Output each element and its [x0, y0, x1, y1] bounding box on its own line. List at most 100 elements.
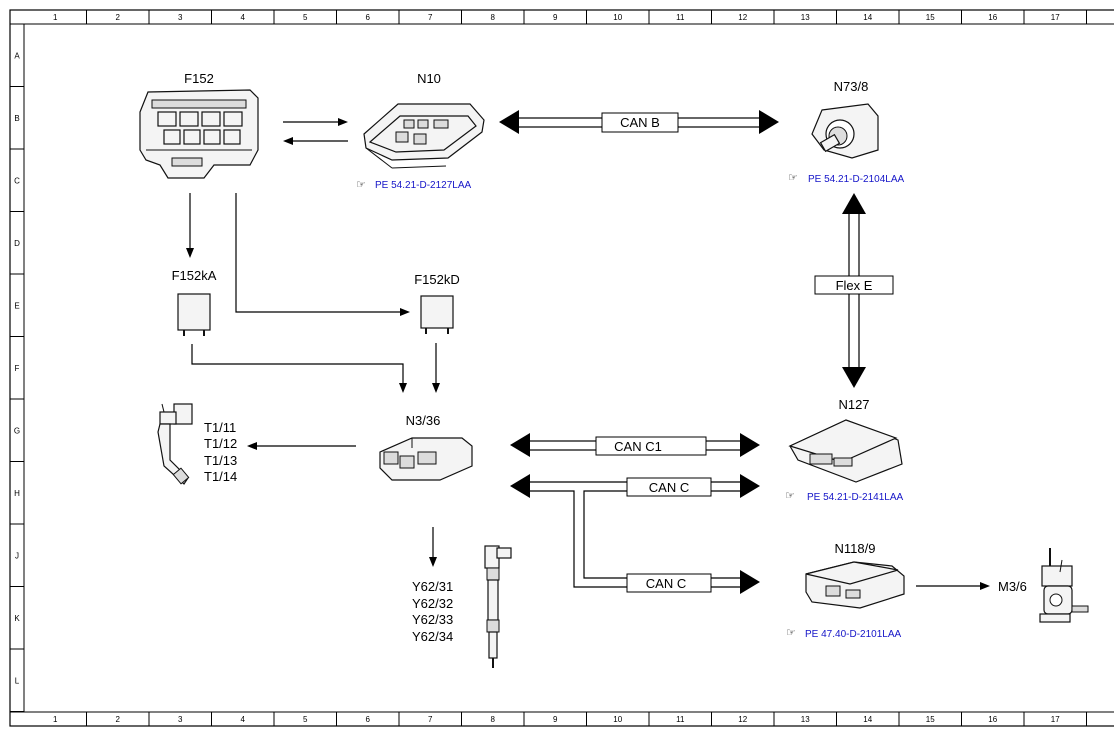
grid-column-label: 11: [676, 715, 685, 724]
n118-9-reference[interactable]: ☞ PE 47.40-D-2101LAA: [786, 626, 902, 640]
grid-column-label: 15: [926, 715, 935, 724]
n73-8-reference-link[interactable]: PE 54.21-D-2104LAA: [808, 174, 905, 185]
grid-column-label: 5: [303, 715, 308, 724]
n127-reference[interactable]: ☞ PE 54.21-D-2141LAA: [785, 489, 904, 503]
grid-column-label: 4: [241, 715, 246, 724]
grid-column-label: 12: [738, 13, 747, 22]
grid-column-label: 13: [801, 715, 810, 724]
grid-row-label: H: [14, 489, 20, 498]
grid-column-label: 7: [428, 715, 433, 724]
grid-column-label: 2: [116, 715, 121, 724]
n73-8-label: N73/8: [834, 79, 869, 94]
can-c1-bus: CAN C1: [510, 433, 760, 457]
m3-6-fuel-pump: [1039, 548, 1089, 623]
y62-fuel-injector: [484, 545, 512, 668]
f152kd-label: F152kD: [414, 272, 460, 287]
grid-row-label: C: [14, 176, 20, 185]
n10-reference[interactable]: ☞ PE 54.21-D-2127LAA: [356, 178, 472, 191]
f152kd-relay: F152kD: [414, 272, 460, 334]
can-b-label: CAN B: [620, 115, 660, 130]
can-c-lower-label: CAN C: [646, 576, 686, 591]
f152-fuse-relay-box: F152: [139, 71, 259, 179]
t1-14-label: T1/14: [204, 469, 237, 484]
t1-12-label: T1/12: [204, 436, 237, 451]
n118-9-control-unit: N118/9: [805, 541, 905, 609]
n118-9-label: N118/9: [835, 541, 876, 556]
pointing-hand-icon: ☞: [356, 178, 366, 191]
grid-row-label: A: [14, 51, 20, 60]
grid-row-label: D: [14, 239, 20, 248]
connection-lines: [186, 118, 990, 590]
n127-reference-link[interactable]: PE 54.21-D-2141LAA: [807, 492, 904, 503]
f152ka-relay: F152kA: [172, 268, 217, 336]
grid-column-label: 9: [553, 715, 558, 724]
grid-row-label: J: [15, 551, 19, 560]
y62-34-label: Y62/34: [412, 629, 453, 644]
grid-column-label: 1: [53, 715, 58, 724]
t1-13-label: T1/13: [204, 453, 237, 468]
grid-column-label: 1: [53, 13, 58, 22]
grid-column-label: 17: [1051, 715, 1060, 724]
grid-column-label: 5: [303, 13, 308, 22]
grid-row-label: E: [14, 301, 19, 310]
flex-e-label: Flex E: [836, 278, 873, 293]
grid-column-label: 16: [988, 13, 997, 22]
grid-column-label: 10: [613, 13, 622, 22]
n10-label: N10: [417, 71, 441, 86]
grid-column-label: 6: [366, 13, 371, 22]
grid-column-label: 12: [738, 715, 747, 724]
grid-column-label: 14: [863, 715, 872, 724]
n10-control-unit: N10: [363, 71, 485, 169]
grid-column-label: 3: [178, 715, 183, 724]
t1-11-label: T1/11: [204, 420, 236, 435]
pointing-hand-icon: ☞: [786, 626, 796, 639]
n10-reference-link[interactable]: PE 54.21-D-2127LAA: [375, 180, 472, 191]
grid-row-label: F: [15, 364, 20, 373]
grid-column-label: 3: [178, 13, 183, 22]
f152ka-label: F152kA: [172, 268, 217, 283]
grid-row-markers: A B C D E F G H J K L: [10, 51, 24, 712]
grid-column-label: 8: [491, 13, 496, 22]
grid-row-label: G: [14, 426, 20, 435]
m3-6-label: M3/6: [998, 579, 1027, 594]
diagram-frame: [9, 9, 1114, 727]
pointing-hand-icon: ☞: [788, 171, 798, 184]
grid-column-label: 14: [863, 13, 872, 22]
grid-column-label: 9: [553, 13, 558, 22]
can-c1-label: CAN C1: [614, 439, 662, 454]
grid-row-label: B: [14, 114, 19, 123]
n127-label: N127: [838, 397, 869, 412]
grid-column-label: 4: [241, 13, 246, 22]
flex-e-bus: Flex E: [814, 193, 894, 388]
y62-31-label: Y62/31: [412, 579, 453, 594]
n73-8-reference[interactable]: ☞ PE 54.21-D-2104LAA: [788, 171, 905, 185]
n127-control-unit: N127: [788, 397, 903, 483]
grid-column-label: 6: [366, 715, 371, 724]
grid-column-label: 7: [428, 13, 433, 22]
y62-33-label: Y62/33: [412, 612, 453, 627]
n3-36-label: N3/36: [406, 413, 441, 428]
grid-column-label: 15: [926, 13, 935, 22]
grid-row-label: L: [15, 676, 20, 685]
can-c-bus: CAN C CAN C: [510, 474, 760, 594]
n73-8-ignition-switch: N73/8: [811, 79, 879, 159]
can-b-bus: CAN B: [499, 110, 779, 134]
grid-column-label: 16: [988, 715, 997, 724]
grid-column-label: 17: [1051, 13, 1060, 22]
grid-column-label: 8: [491, 715, 496, 724]
t1-ignition-coil: [157, 403, 193, 485]
grid-column-label: 10: [613, 715, 622, 724]
f152-label: F152: [184, 71, 214, 86]
grid-column-label: 11: [676, 13, 685, 22]
n3-36-engine-control-unit: N3/36: [379, 413, 473, 481]
grid-row-label: K: [14, 614, 20, 623]
can-c-upper-label: CAN C: [649, 480, 689, 495]
grid-column-label: 13: [801, 13, 810, 22]
pointing-hand-icon: ☞: [785, 489, 795, 502]
n118-9-reference-link[interactable]: PE 47.40-D-2101LAA: [805, 629, 902, 640]
grid-column-label: 2: [116, 13, 121, 22]
y62-32-label: Y62/32: [412, 596, 453, 611]
